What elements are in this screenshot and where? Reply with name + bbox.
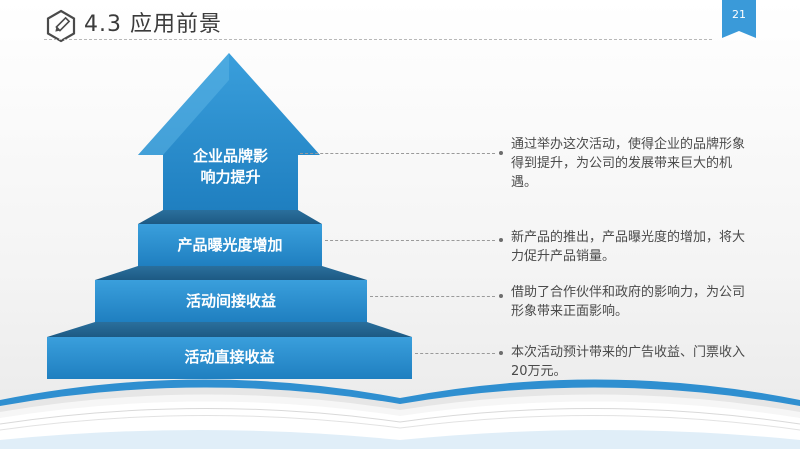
step-3-top [95, 266, 367, 280]
level-3-label: 活动间接收益 [185, 292, 276, 310]
description-2: 新产品的推出，产品曝光度的增加，将大力促升产品销量。 [511, 230, 746, 264]
arrow-shadow [138, 53, 229, 155]
connector-3 [370, 296, 495, 297]
bullet-1 [499, 151, 503, 155]
level-1-label: 企业品牌影 响力提升 [192, 147, 268, 186]
header-divider [44, 39, 712, 40]
step-4-front [47, 337, 412, 379]
step-2-front [138, 224, 322, 266]
connector-1 [300, 153, 495, 154]
page-title: 4.3 应用前景 [84, 12, 222, 37]
connector-4 [415, 353, 495, 354]
page-number: 21 [732, 8, 746, 21]
bullet-2 [499, 238, 503, 242]
description-4: 本次活动预计带来的广告收益、门票收入20万元。 [511, 345, 746, 379]
level-2-label: 产品曝光度增加 [177, 236, 283, 254]
bullet-3 [499, 294, 503, 298]
connector-2 [325, 240, 495, 241]
step-3-front [95, 280, 367, 322]
page-number-tab [722, 0, 756, 38]
book-decoration [0, 379, 800, 449]
step-2-top [138, 210, 322, 224]
description-1: 通过举办这次活动，使得企业的品牌形象得到提升，为公司的发展带来巨大的机遇。 [511, 137, 746, 190]
pencil-hexagon-icon [46, 9, 76, 43]
level-4-label: 活动直接收益 [184, 348, 275, 366]
arrow-head [138, 53, 320, 210]
description-3: 借助了合作伙伴和政府的影响力，为公司形象带来正面影响。 [511, 285, 746, 319]
bullet-4 [499, 351, 503, 355]
step-4-top [47, 322, 412, 337]
